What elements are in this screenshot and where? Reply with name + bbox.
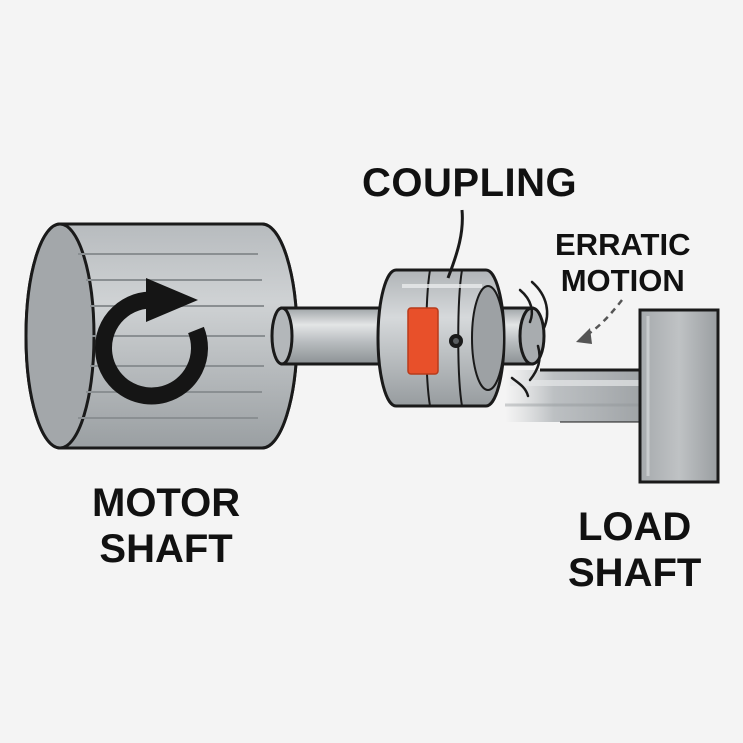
erratic-motion-arrow bbox=[576, 299, 623, 344]
load-shaft-label-line1: LOAD bbox=[578, 505, 692, 549]
coupling-label: COUPLING bbox=[362, 161, 578, 205]
load-shaft-label-line2: SHAFT bbox=[568, 551, 702, 595]
erratic-motion-label: ERRATIC MOTION bbox=[555, 227, 690, 298]
load-shaft bbox=[505, 368, 645, 423]
motor-shaft-label: MOTOR SHAFT bbox=[92, 480, 240, 572]
motor bbox=[24, 222, 299, 450]
rotation-arrow-icon bbox=[95, 278, 208, 405]
vibration-marks bbox=[510, 280, 549, 398]
motor-shaft-label-line2: SHAFT bbox=[99, 527, 233, 571]
coupling-insert bbox=[407, 307, 439, 375]
load-shaft-label: LOAD SHAFT bbox=[568, 504, 701, 596]
coupling bbox=[376, 268, 546, 408]
motor-shaft-label-line1: MOTOR bbox=[92, 481, 241, 525]
motor-left-cap bbox=[24, 222, 96, 450]
erratic-motion-label-line2: MOTION bbox=[560, 262, 685, 298]
load-block bbox=[638, 308, 720, 484]
erratic-motion-label-line1: ERRATIC bbox=[555, 227, 691, 262]
motor-shaft bbox=[270, 306, 394, 366]
coupling-pointer bbox=[446, 209, 464, 279]
